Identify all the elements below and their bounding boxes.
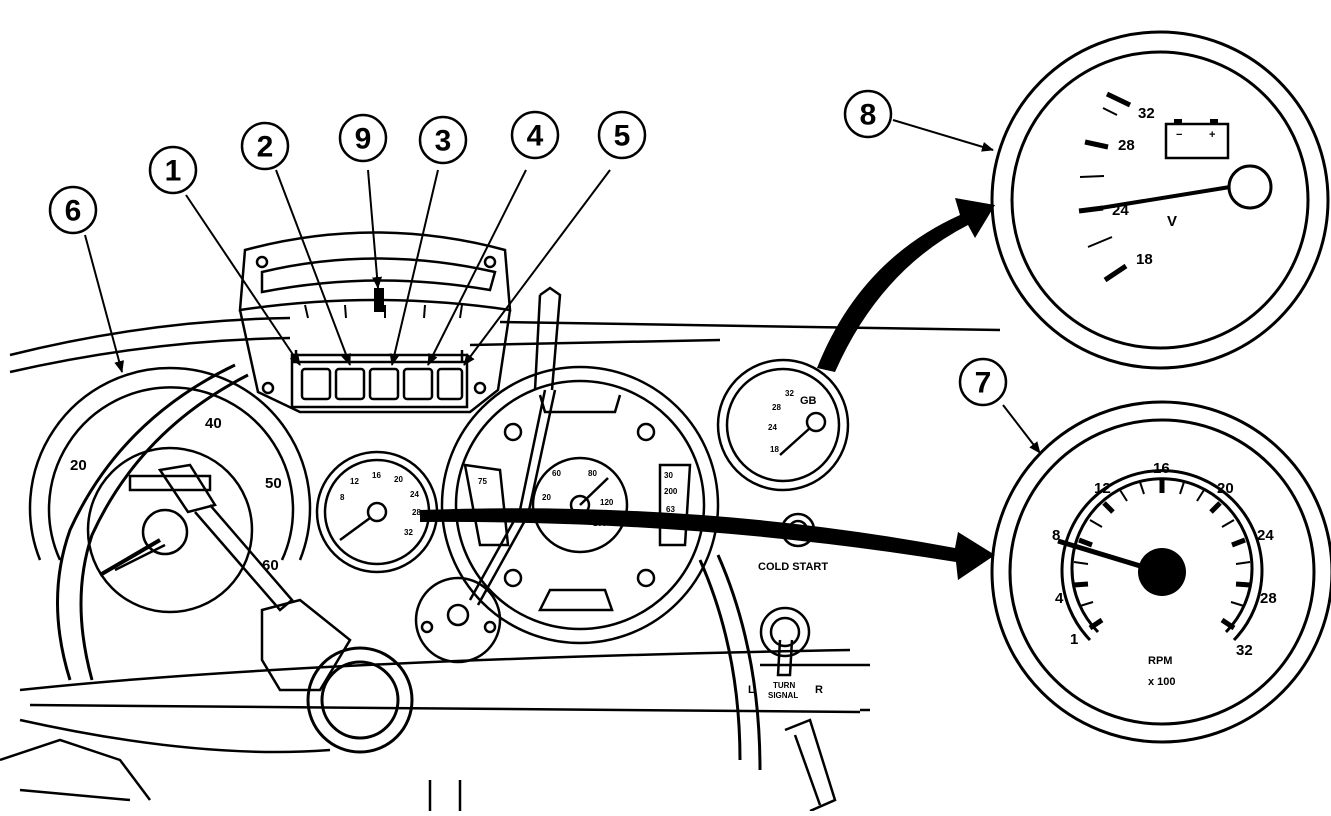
battery-minus-sign: − [1176, 129, 1182, 141]
svg-text:4: 4 [527, 120, 544, 153]
speedometer-tick-60: 60 [262, 557, 279, 574]
callout-7: 7 [958, 357, 1008, 407]
arrow-to-tachometer [420, 508, 995, 580]
voltmeter-tick-24: 24 [1112, 202, 1129, 219]
voltmeter-tick-32: 32 [1138, 105, 1155, 122]
center-gauge-tick-80: 80 [588, 469, 597, 478]
center-gauge-side-tick-30: 30 [664, 471, 673, 480]
tachometer-tick-16: 16 [1153, 460, 1170, 477]
speedometer-tick-40: 40 [205, 415, 222, 432]
cold-start-label: COLD START [758, 561, 828, 573]
voltmeter-tick-18: 18 [1136, 251, 1153, 268]
voltmeter-tick-28: 28 [1118, 137, 1135, 154]
battery-plus-sign: + [1209, 129, 1215, 141]
lower-lever [784, 718, 837, 813]
callout-8: 8 [843, 89, 893, 139]
tachometer-scale-marks [1073, 480, 1251, 631]
indicator-housing [238, 231, 512, 414]
turn-signal-left-label: L [748, 684, 755, 696]
speedometer-tick-20: 20 [70, 457, 87, 474]
center-gauge-side-tick-200: 200 [664, 487, 678, 496]
small-gauge-tick-28: 28 [412, 508, 421, 517]
voltmeter-scale-marks [1078, 91, 1132, 283]
turn-signal-switch [759, 606, 811, 677]
tachometer-tick-32: 32 [1236, 642, 1253, 659]
speedometer [28, 366, 312, 614]
callout-9: 9 [338, 113, 388, 163]
center-gauge-side-tick-63: 63 [666, 505, 675, 514]
svg-text:1: 1 [165, 155, 182, 188]
warning-lamp-5 [436, 367, 464, 401]
svg-text:7: 7 [975, 367, 992, 400]
small-gauge-tick-32: 32 [404, 528, 413, 537]
voltmeter-detail [990, 30, 1330, 370]
tachometer-detail [990, 400, 1331, 744]
steering-hub [306, 646, 414, 754]
center-gauge-tick-60: 60 [552, 469, 561, 478]
tachometer-multiplier: x 100 [1148, 676, 1176, 688]
tachometer-tick-20: 20 [1217, 480, 1234, 497]
svg-text:5: 5 [614, 120, 631, 153]
small-gauge-tick-24: 24 [410, 490, 419, 499]
mini-voltmeter-tick-18: 18 [770, 445, 779, 454]
voltmeter-unit: V [1167, 213, 1177, 230]
svg-text:3: 3 [435, 125, 452, 158]
tachometer-tick-24: 24 [1257, 527, 1274, 544]
center-gauge-cluster [440, 365, 720, 645]
svg-text:8: 8 [860, 99, 877, 132]
mini-voltmeter-tick-28: 28 [772, 403, 781, 412]
turn-signal-right-label: R [815, 684, 823, 696]
tachometer-tick-1: 1 [1070, 631, 1078, 648]
mini-voltmeter [716, 358, 850, 492]
callout-2: 2 [240, 121, 290, 171]
warning-lamp-4 [402, 367, 434, 401]
tachometer-tick-8: 8 [1052, 527, 1060, 544]
callout-5: 5 [597, 110, 647, 160]
mini-voltmeter-unit: GB [800, 395, 817, 407]
svg-text:6: 6 [65, 195, 82, 228]
callout-3: 3 [418, 115, 468, 165]
center-gauge-tick-20: 20 [542, 493, 551, 502]
tachometer-needle [1057, 538, 1151, 572]
tachometer-unit: RPM [1148, 655, 1172, 667]
indicator-scale-ticks [304, 304, 463, 319]
left-stalk-lever [157, 463, 352, 692]
small-gauge-tick-16: 16 [372, 471, 381, 480]
turn-signal-label-2: SIGNAL [768, 691, 798, 700]
small-gauge-tick-8: 8 [340, 493, 345, 502]
turn-signal-label-1: TURN [773, 681, 795, 690]
callout-1: 1 [148, 145, 198, 195]
tachometer-hub [1138, 548, 1186, 596]
leader-lines [84, 119, 1041, 454]
callout-4: 4 [510, 110, 560, 160]
center-gauge-tick-120: 120 [600, 498, 614, 507]
voltmeter-needle [1081, 185, 1231, 213]
dashboard-outline [0, 316, 1001, 811]
indicator-pointer [374, 288, 384, 312]
warning-lamp-1 [300, 367, 332, 401]
svg-text:9: 9 [355, 123, 372, 156]
mini-voltmeter-tick-32: 32 [785, 389, 794, 398]
warning-lamp-2 [334, 367, 366, 401]
arrow-to-voltmeter [817, 198, 995, 372]
mini-voltmeter-tick-24: 24 [768, 423, 777, 432]
callout-6: 6 [48, 185, 98, 235]
center-gauge-side-tick-75: 75 [478, 477, 487, 486]
warning-lamp-3 [368, 367, 400, 401]
svg-text:2: 2 [257, 131, 274, 164]
warning-lamp-block [290, 350, 469, 409]
small-gauge-tick-12: 12 [350, 477, 359, 486]
tachometer-tick-4: 4 [1055, 590, 1064, 607]
steering-wheel-rim [56, 363, 762, 771]
small-gauge-tick-20: 20 [394, 475, 403, 484]
tachometer-tick-28: 28 [1260, 590, 1277, 607]
tachometer-tick-12: 12 [1094, 480, 1111, 497]
speedometer-tick-50: 50 [265, 475, 282, 492]
